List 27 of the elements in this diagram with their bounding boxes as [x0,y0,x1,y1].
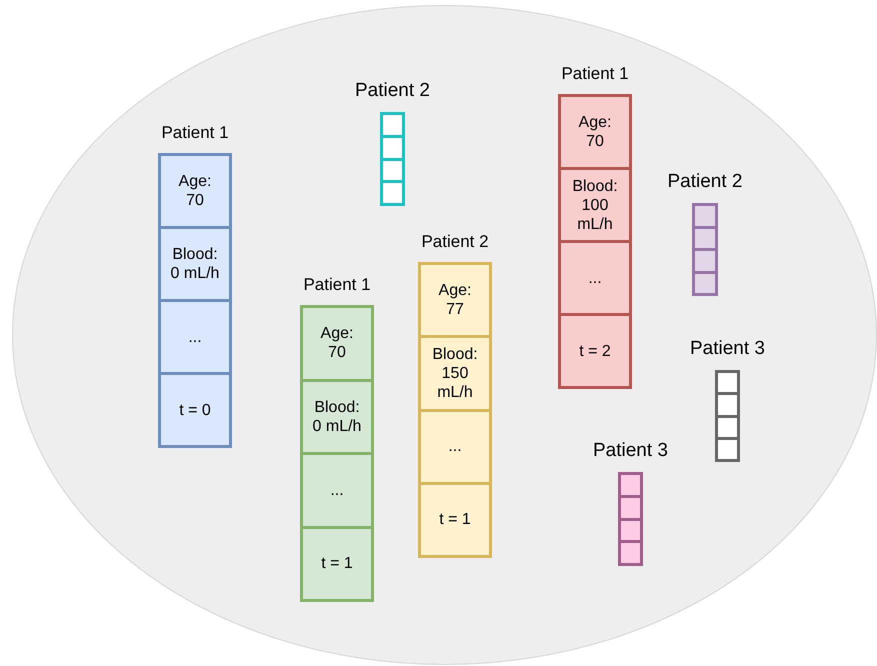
feature-cell: Age: 70 [158,153,232,229]
patient-label: Patient 2 [421,232,489,252]
vector-column [618,472,643,566]
feature-cell: ... [300,452,374,528]
feature-cell: t = 0 [158,372,232,448]
patient-label: Patient 1 [161,123,229,143]
feature-cell: ... [158,299,232,375]
patient-label: Patient 2 [355,80,430,102]
feature-cell: Blood: 100 mL/h [558,167,632,243]
patient-label: Patient 2 [668,171,742,193]
vector-column [418,262,492,558]
vector-column [380,112,405,206]
feature-cell: Blood: 150 mL/h [418,335,492,412]
patient-label: Patient 1 [561,64,629,84]
patient-label: Patient 1 [303,275,371,295]
vector-column [715,370,740,462]
vector-column [692,203,718,296]
feature-cell: t = 2 [558,313,632,389]
feature-cell: ... [558,240,632,316]
patient-label: Patient 3 [690,338,765,360]
vector-column [158,153,232,448]
feature-cell: Age: 70 [300,305,374,382]
feature-cell: Blood: 0 mL/h [158,226,232,302]
feature-cell: Age: 70 [558,94,632,170]
vector-column [300,305,374,602]
patient-label: Patient 3 [593,440,668,462]
vector-column [558,94,632,389]
